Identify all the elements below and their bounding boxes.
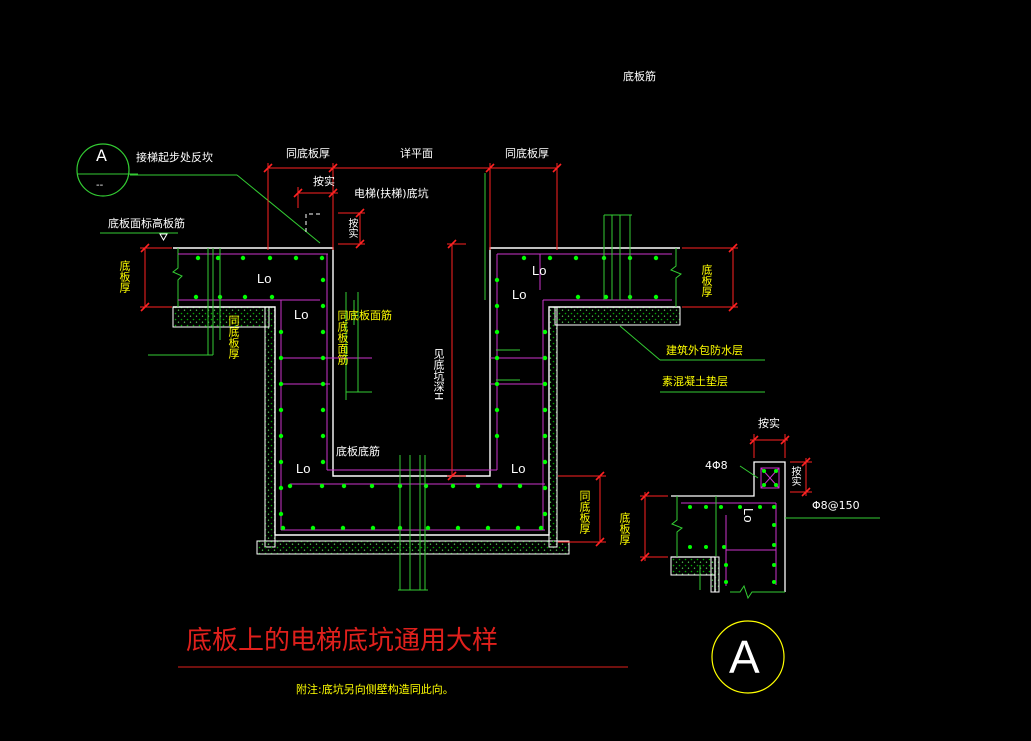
pit-label: 电梯(扶梯)底坑 — [354, 187, 429, 200]
break-line-right — [670, 248, 682, 307]
callout-note: 接梯起步处反坎 — [136, 151, 213, 164]
same-thickness-right: 同底板厚 — [505, 147, 549, 160]
slab-bottom-rebar: 底板底筋 — [336, 445, 380, 458]
lo-label-5: Lo — [512, 287, 527, 302]
detail-dims — [640, 434, 812, 561]
cushion-label: 素混凝土垫层 — [662, 375, 728, 388]
rebar-lines — [178, 253, 672, 531]
cushion-wall-left — [264, 306, 276, 548]
lo-label-2: Lo — [294, 307, 309, 322]
lo-label-6: Lo — [511, 461, 526, 476]
leader-lines — [100, 165, 765, 591]
detail-break — [671, 496, 683, 557]
lo-label-3: Lo — [296, 461, 311, 476]
bottom-same-thick: 同底板厚 — [578, 490, 591, 534]
same-thickness-left: 同底板厚 — [286, 147, 330, 160]
detail-lo: Lo — [741, 508, 756, 523]
cushion-bottom — [256, 540, 570, 555]
slab-thick-right: 底板厚 — [700, 264, 713, 297]
main-section — [76, 143, 765, 591]
detail-a — [640, 434, 880, 694]
waterproof-label: 建筑外包防水层 — [666, 344, 743, 357]
lo-label-4: Lo — [532, 263, 547, 278]
detail-leaders — [699, 465, 880, 590]
detail-marker-circle — [711, 620, 785, 694]
rebar-dots — [193, 255, 659, 531]
callout-a — [76, 143, 138, 197]
detail-stirrup: Φ8@150 — [812, 499, 860, 512]
dimension-ticks — [140, 163, 738, 547]
detail-outline — [671, 461, 786, 592]
callout-letter: A — [96, 146, 107, 165]
drawing-note: 附注:底坑另向侧壁构造同此向。 — [296, 683, 454, 696]
as-actual-side: 按实 — [346, 218, 357, 238]
plan-dim: 详平面 — [400, 147, 433, 160]
drawing-title: 底板上的电梯底坑通用大样 — [186, 626, 499, 656]
detail-rebar — [681, 467, 780, 586]
pit-depth: 见底坑深H — [432, 348, 445, 401]
top-label: 底板筋 — [623, 70, 656, 83]
slab-top-rebar: 底板面标高板筋 — [108, 217, 185, 230]
level-marker — [159, 233, 168, 241]
detail-dots — [688, 469, 778, 584]
callout-sub: -- — [96, 180, 104, 191]
pit-outline — [173, 247, 680, 536]
detail-slab-thick: 底板厚 — [618, 512, 631, 545]
detail-as-actual-side: 按实 — [789, 466, 800, 486]
slab-face-rebar-v: 同底板面筋 — [336, 310, 349, 365]
ramp-dashed — [305, 213, 320, 232]
detail-as-actual-top: 按实 — [758, 417, 780, 430]
cushion-left — [172, 306, 270, 328]
break-line-left — [172, 248, 183, 307]
detail-marker-letter: A — [729, 631, 760, 683]
slab-face-rebar: 底板面筋 — [348, 309, 392, 322]
lo-label-1: Lo — [257, 271, 272, 286]
cushion-wall-right — [548, 306, 558, 548]
detail-bar-4: 4Φ8 — [705, 459, 728, 472]
detail-ticks — [640, 435, 811, 562]
detail-break-bottom — [730, 584, 785, 600]
detail-cushion — [670, 556, 716, 576]
slab-thick-left: 底板厚 — [118, 260, 131, 293]
wall-same-thick: 同底板厚 — [227, 315, 240, 359]
as-actual-top: 按实 — [313, 175, 335, 188]
cushion-right — [554, 306, 681, 326]
